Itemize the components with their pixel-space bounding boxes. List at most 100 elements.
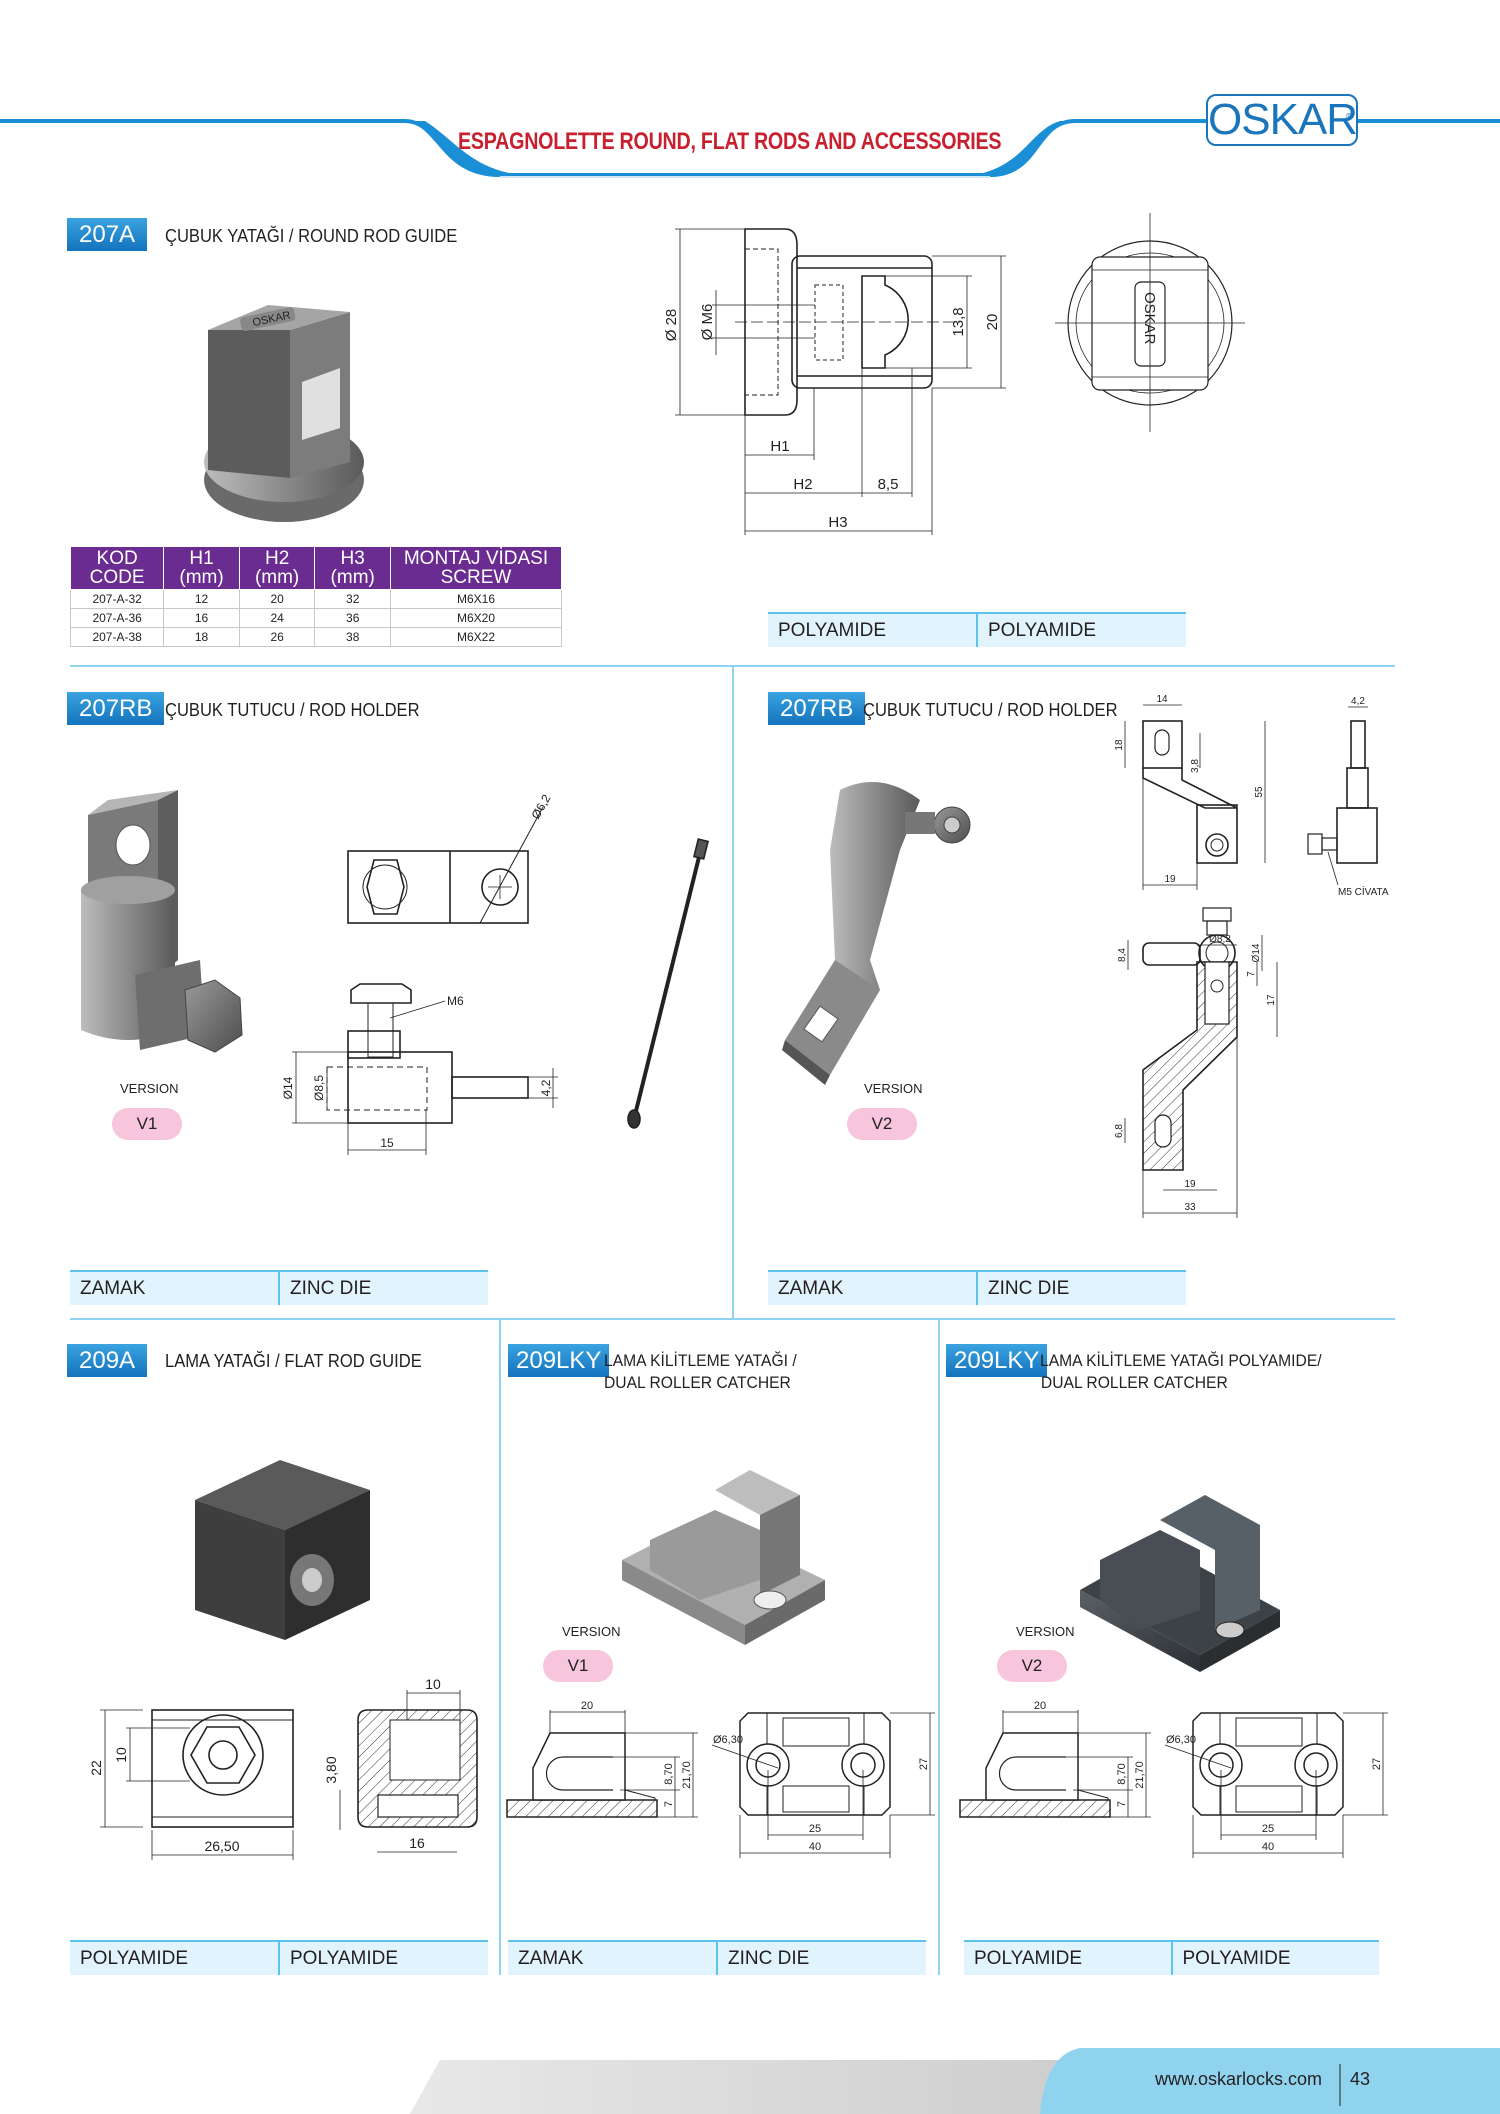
drawing-209a [100, 1690, 478, 1860]
product-code-badge: 207RB [67, 692, 165, 725]
oskar-logo: OSKAR® [1206, 94, 1358, 146]
dim-3-80: 3,80 [323, 1756, 339, 1783]
product-code-badge: 209A [67, 1344, 148, 1377]
page-number: 43 [1350, 2069, 1371, 2089]
dim-4-2: 4,2 [539, 1079, 553, 1096]
product-207a-render: OSKAR [204, 305, 364, 522]
section-title: ÇUBUK TUTUCU / ROD HOLDER [165, 700, 420, 720]
version-badge: V2 [847, 1108, 917, 1140]
product-207rb-v2-render [782, 782, 971, 1085]
drawing-207rb-v2 [1124, 704, 1378, 1218]
version-badge: V1 [543, 1650, 613, 1682]
material-tr: POLYAMIDE [974, 1948, 1083, 1969]
dim-27: 27 [918, 1758, 930, 1770]
col-h1: H1(mm) [163, 546, 240, 590]
dim-d6-2: Ø6,2 [528, 792, 553, 822]
dim-20: 20 [1034, 1700, 1046, 1712]
dim-7: 7 [663, 1801, 675, 1807]
dim-d6-30: Ø6,30 [1166, 1734, 1196, 1746]
material-tr: ZAMAK [518, 1948, 584, 1969]
section-divider [70, 1318, 1395, 1320]
footer-band [410, 2048, 1500, 2114]
dim-8-5: 8,5 [878, 476, 899, 493]
drawing-209lky-v2: 20 8,70 7 21,70 Ø6,30 27 25 40 [959, 1700, 1388, 1858]
product-code-badge: 209LKY [508, 1344, 610, 1377]
version-badge: V1 [112, 1108, 182, 1140]
material-tr: POLYAMIDE [80, 1948, 189, 1969]
product-209a-render [195, 1460, 370, 1640]
drawing-209a-dims: 22 10 26,50 10 3,80 16 [88, 1676, 441, 1854]
dim-14: 14 [1156, 694, 1168, 705]
drawing-logo-mark: OSKAR [1141, 292, 1158, 345]
section-divider [732, 665, 734, 1318]
section-divider [938, 1318, 940, 1975]
website-link[interactable]: www.oskarlocks.com [1155, 2069, 1323, 2089]
material-bar: ZAMAK ZINC DIE [508, 1940, 926, 1975]
material-bar: POLYAMIDE POLYAMIDE [768, 612, 1186, 647]
dim-m6-label: M6 [447, 994, 464, 1008]
material-bar: POLYAMIDE POLYAMIDE [70, 1940, 488, 1975]
dim-7: 7 [1116, 1801, 1128, 1807]
dim-40: 40 [809, 1841, 821, 1853]
material-tr: ZAMAK [80, 1278, 146, 1299]
drawing-207rb-v1 [292, 806, 709, 1155]
dim-d14: Ø14 [281, 1076, 295, 1099]
dim-15: 15 [380, 1136, 394, 1150]
logo-text: OSKAR [1208, 95, 1358, 144]
dim-55: 55 [1254, 786, 1265, 798]
dim-d8-2: Ø8,2 [1209, 934, 1231, 945]
dim-10: 10 [113, 1747, 129, 1763]
dim-d28: Ø 28 [663, 309, 680, 342]
dim-22: 22 [88, 1760, 104, 1776]
dim-20: 20 [984, 314, 1001, 331]
material-en: POLYAMIDE [278, 1942, 488, 1975]
version-label: VERSION [864, 1081, 923, 1096]
material-en: POLYAMIDE [1170, 1942, 1380, 1975]
dim-20: 20 [581, 1700, 593, 1712]
dim-m6: Ø M6 [699, 304, 716, 341]
drawing-207a-dims: Ø 28 Ø M6 13,8 20 H1 H2 8,5 H3 [663, 304, 1001, 531]
material-bar: ZAMAK ZINC DIE [70, 1270, 488, 1305]
product-code-badge: 207A [67, 218, 148, 251]
drawing-209lky-v1: 20 8,70 7 21,70 Ø6,30 27 25 40 [506, 1700, 935, 1858]
dim-25: 25 [809, 1823, 821, 1835]
section-divider [499, 1318, 501, 1975]
section-title: ÇUBUK TUTUCU / ROD HOLDER [863, 700, 1118, 720]
bolt-label: M5 CİVATA [1338, 885, 1389, 898]
section-title: LAMA YATAĞI / FLAT ROD GUIDE [165, 1351, 422, 1371]
dim-8-70: 8,70 [1116, 1763, 1128, 1784]
section-title: LAMA KİLİTLEME YATAĞI /DUAL ROLLER CATCH… [604, 1351, 797, 1392]
dim-h2: H2 [793, 476, 812, 493]
dim-d8-5: Ø8,5 [312, 1075, 326, 1101]
dim-27: 27 [1371, 1758, 1383, 1770]
version-badge: V2 [997, 1650, 1067, 1682]
version-label: VERSION [562, 1624, 621, 1639]
material-tr: POLYAMIDE [778, 620, 887, 641]
version-label: VERSION [1016, 1624, 1075, 1639]
product-code-badge: 209LKY [946, 1344, 1048, 1377]
dim-19: 19 [1164, 874, 1176, 885]
dim-3-8: 3,8 [1190, 759, 1201, 773]
dim-8-4: 8,4 [1117, 948, 1128, 962]
dim-d14: Ø14 [1251, 943, 1262, 962]
dim-10-top: 10 [425, 1676, 441, 1692]
material-en: POLYAMIDE [976, 614, 1186, 647]
drawing-207rb-v2-dims: 14 18 3,8 55 19 4,2 M5 CİVATA 8,4 Ø14 Ø8… [1114, 694, 1389, 1213]
dim-26-50: 26,50 [204, 1838, 239, 1854]
section-title: ÇUBUK YATAĞI / ROUND ROD GUIDE [165, 226, 458, 246]
dim-21-70: 21,70 [1134, 1761, 1146, 1789]
product-209lky-v1-render [622, 1470, 825, 1645]
dim-h1: H1 [770, 438, 789, 455]
material-en: ZINC DIE [716, 1942, 926, 1975]
version-label: VERSION [120, 1081, 179, 1096]
registered-mark: ® [1345, 112, 1353, 123]
material-en: ZINC DIE [278, 1272, 488, 1305]
product-207rb-v1-render [81, 790, 243, 1053]
